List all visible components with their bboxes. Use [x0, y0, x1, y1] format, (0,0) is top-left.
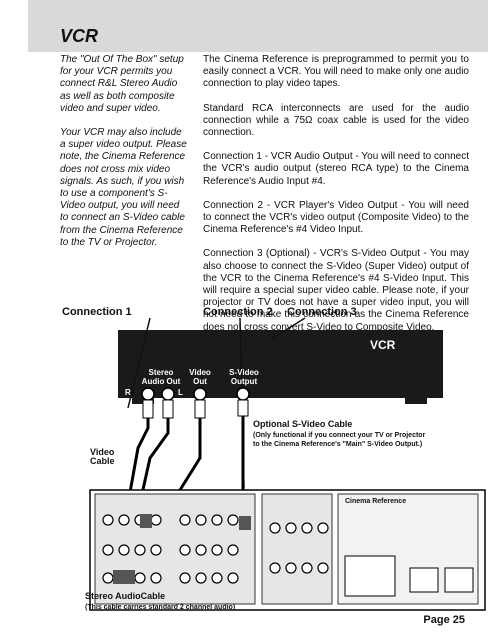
svideo-output-label: S-Video Output [229, 368, 259, 386]
vcr-video-jack [193, 387, 207, 401]
l-label: L [178, 388, 183, 397]
main-paragraph: Connection 1 - VCR Audio Output - You wi… [203, 151, 469, 187]
stereo-cable-note: (This cable carries standard 2 channel a… [85, 604, 236, 611]
vcr-foot-right [405, 398, 427, 404]
connection-diagram: Connection 1 Connection 2 Connection 3 V… [0, 298, 495, 638]
connection-3-line [269, 317, 306, 341]
panel-mid-section [261, 493, 333, 605]
optional-svideo-title: Optional S-Video Cable [253, 419, 353, 429]
connection-1-label: Connection 1 [62, 306, 132, 318]
main-paragraph: Standard RCA interconnects are used for … [203, 102, 469, 139]
audio-input-4-marker [113, 570, 135, 584]
audio-plug-l [162, 399, 174, 419]
vcr-audio-r-jack [141, 387, 155, 401]
page-number: Page 25 [423, 614, 465, 626]
video-out-label: Video Out [189, 368, 211, 386]
vcr-label: VCR [370, 338, 396, 352]
r-label: R [125, 388, 131, 397]
main-text: The Cinema Reference is preprogrammed to… [203, 54, 469, 346]
low-voltage-block [344, 555, 396, 597]
main-paragraph: Connection 3 (Optional) - VCR's S-Video … [203, 248, 469, 333]
stereo-cable-label: Stereo AudioCable [85, 591, 166, 601]
video-cable-label: Video Cable [90, 447, 115, 466]
svideo-input-4-marker [239, 516, 251, 530]
sidebar-paragraph: Your VCR may also include a super video … [60, 127, 187, 248]
ac-outlet [409, 567, 439, 593]
sidebar-note: The "Out Of The Box" setup for your VCR … [60, 54, 190, 261]
vcr-audio-l-jack [161, 387, 175, 401]
main-paragraph: The Cinema Reference is preprogrammed to… [203, 54, 469, 90]
video-plug [194, 399, 206, 419]
main-paragraph: Connection 2 - VCR Player's Video Output… [203, 199, 469, 236]
vcr-body [118, 330, 443, 398]
stereo-audio-out-label: Stereo Audio Out [141, 368, 181, 386]
optional-svideo-note: (Only functional if you connect your TV … [253, 432, 426, 448]
connection-3-label: Connection 3 [287, 306, 357, 318]
video-input-4-marker [140, 514, 152, 528]
sidebar-paragraph: The "Out Of The Box" setup for your VCR … [60, 54, 184, 114]
page-title: VCR [60, 26, 99, 46]
svideo-plug [237, 399, 249, 417]
connection-1-line [127, 317, 151, 409]
audio-plug-r [142, 399, 154, 419]
diagram-drawing [89, 317, 486, 611]
vcr-svideo-jack [236, 387, 250, 401]
header-band [28, 0, 488, 52]
panel-brand-label: Cinema Reference [345, 498, 407, 505]
dc-input [444, 567, 474, 593]
connection-2-label: Connection 2 [203, 306, 273, 318]
